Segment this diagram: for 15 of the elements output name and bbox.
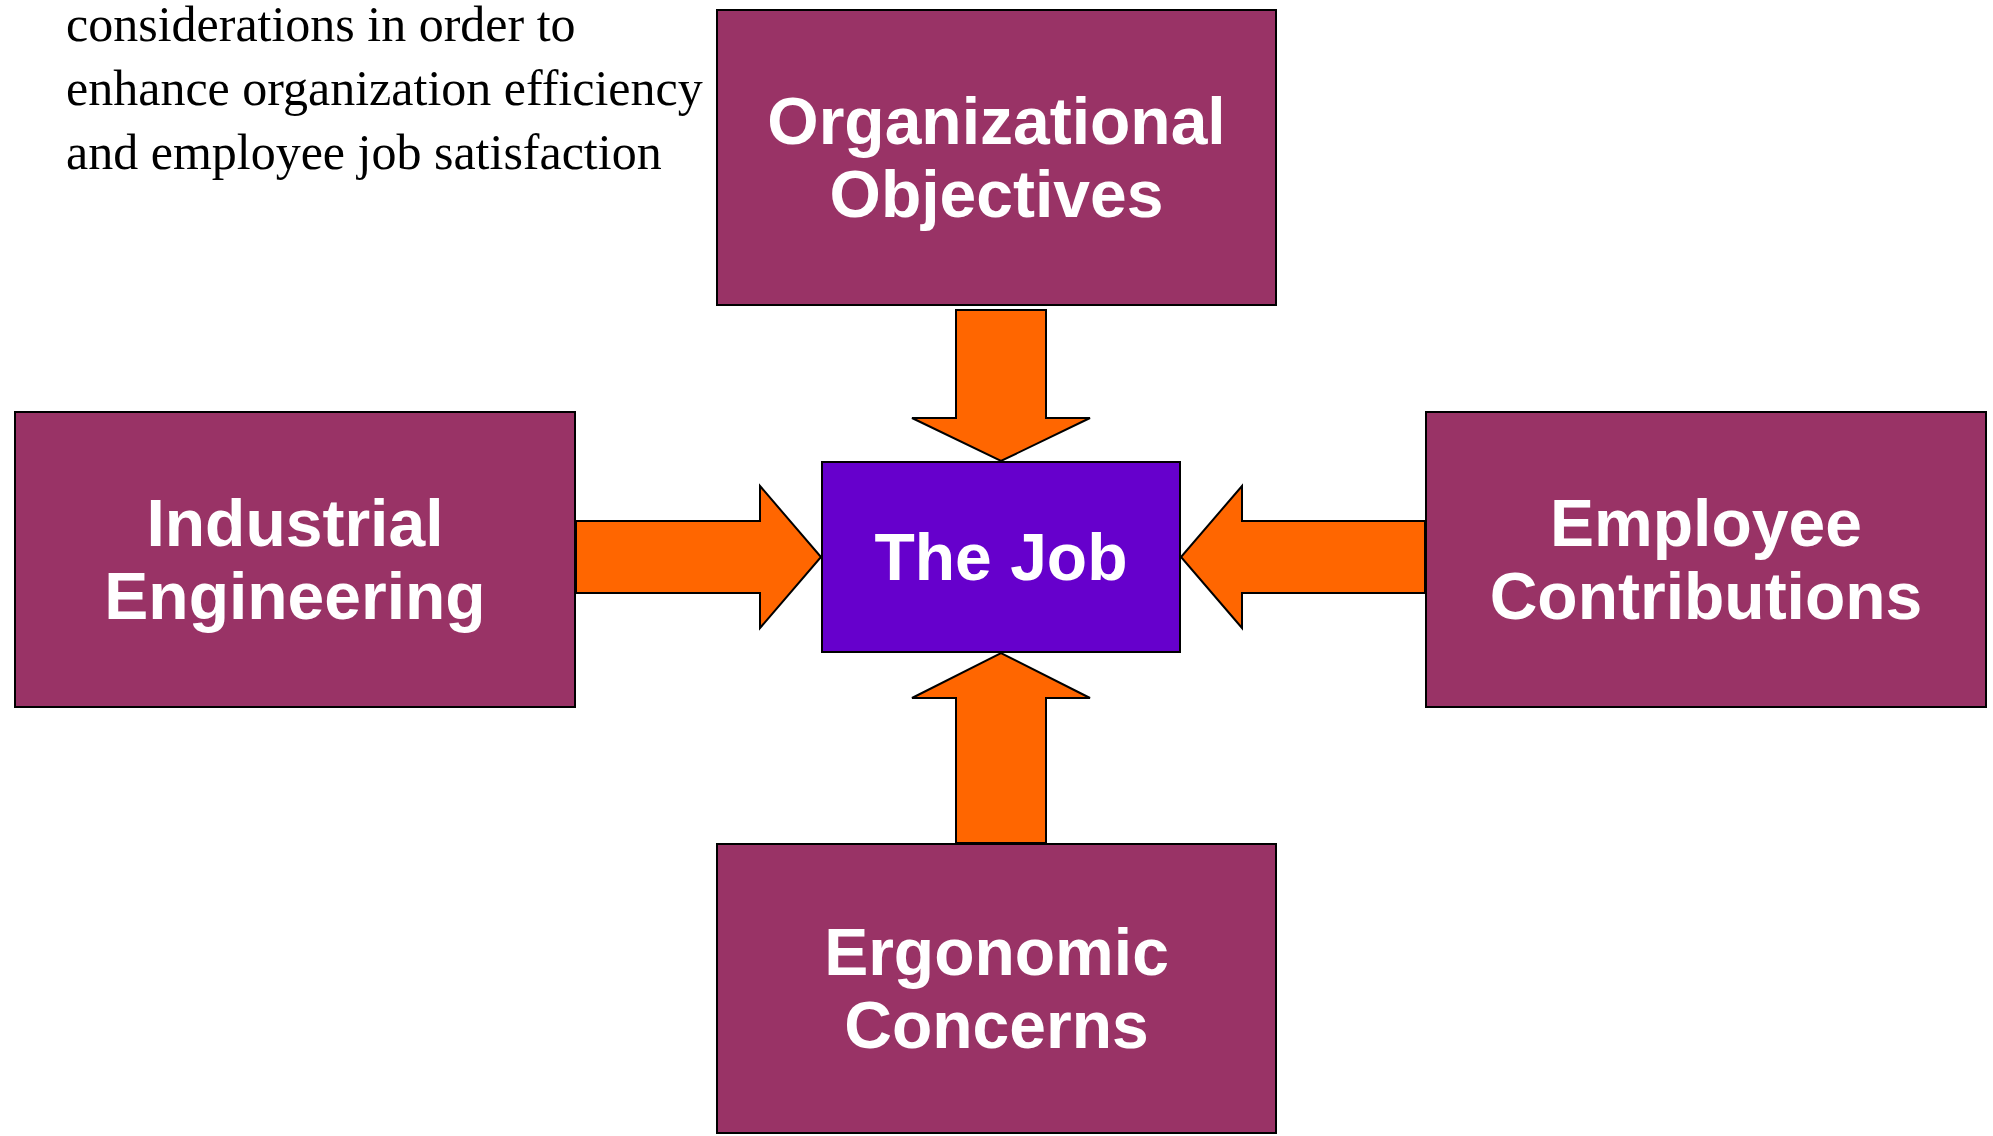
center-box xyxy=(821,461,1181,653)
factor-box xyxy=(716,843,1277,1134)
box-label: The Job xyxy=(874,520,1128,594)
box-label: Organizational Objectives xyxy=(766,84,1227,231)
factor-box xyxy=(716,9,1277,306)
block-arrow xyxy=(1179,483,1426,631)
block-arrow xyxy=(911,309,1091,463)
box-label: Industrial Engineering xyxy=(103,486,487,633)
note-text: considerations in order to enhance organization efficiency and employee job satisfaction xyxy=(66,0,704,182)
block-arrow xyxy=(575,483,823,631)
box-label: Ergonomic Concerns xyxy=(823,915,1170,1062)
factor-box xyxy=(14,411,576,708)
factor-box xyxy=(1425,411,1987,708)
block-arrow xyxy=(911,651,1091,844)
box-label: Employee Contributions xyxy=(1488,486,1924,633)
